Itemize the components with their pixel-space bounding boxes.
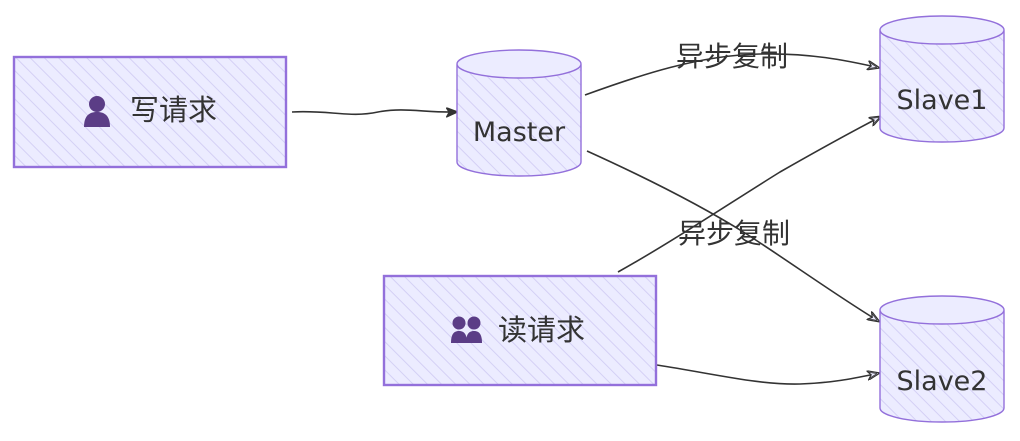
edge-write-to-master <box>291 110 457 114</box>
node-read-request[interactable]: 读请求 <box>382 274 658 387</box>
edge-read-to-slave1 <box>617 116 882 273</box>
node-label-read-request: 读请求 <box>498 313 585 347</box>
user-icon <box>84 96 110 127</box>
edge-label-master-slave1: 异步复制 <box>676 40 788 73</box>
node-label-slave2: Slave2 <box>897 366 988 397</box>
users-icon <box>451 316 482 343</box>
node-slave2[interactable]: Slave2 <box>879 295 1005 423</box>
node-slave1[interactable]: Slave1 <box>879 15 1005 143</box>
node-master[interactable]: Master <box>456 49 582 177</box>
edge-master-to-slave1 <box>584 53 880 96</box>
edge-master-to-slave2 <box>586 150 880 322</box>
edge-label-master-slave2: 异步复制 <box>678 217 790 250</box>
node-label-slave1: Slave1 <box>897 85 988 116</box>
node-label-write-request: 写请求 <box>130 93 217 127</box>
node-write-request[interactable]: 写请求 <box>12 55 288 169</box>
node-label-master: Master <box>473 117 566 148</box>
edge-read-to-slave2 <box>656 364 880 385</box>
